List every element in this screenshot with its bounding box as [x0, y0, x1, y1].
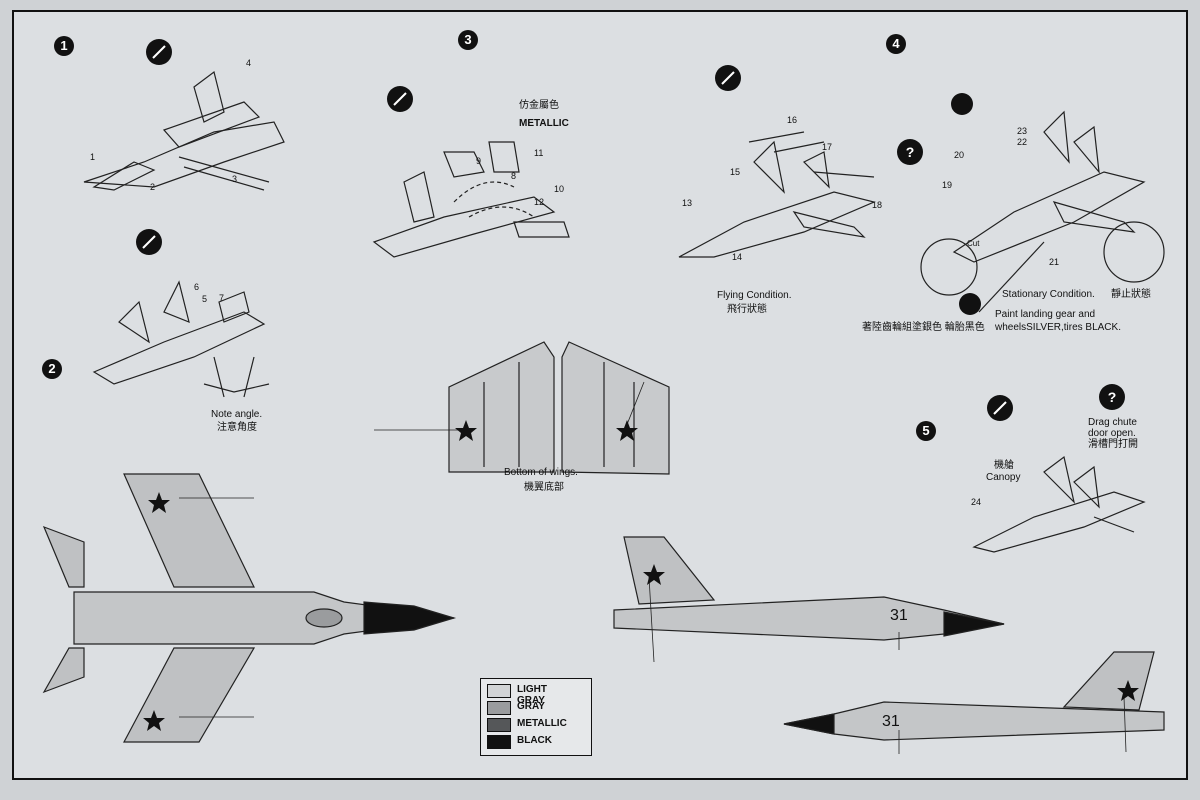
star-right-wing-under [616, 420, 638, 441]
aircraft-number-side-1: 31 [890, 607, 908, 624]
legend-label: BLACK [517, 735, 552, 746]
part-number-6: 6 [194, 282, 200, 292]
part-number-23: 23 [1017, 126, 1028, 136]
question-icon [897, 139, 923, 165]
icons-layer: ? ? [136, 39, 1125, 421]
star-top-wing-lower [143, 710, 165, 731]
bottom-of-wings-cn: 機翼底部 [524, 482, 564, 493]
legend-label: METALLIC [517, 718, 567, 729]
part-number-12: 12 [534, 197, 545, 207]
legend-label: GRAY [517, 701, 545, 712]
step-4-badge: 4 [886, 34, 906, 54]
flying-fuselage-sketch [678, 191, 876, 258]
legend-swatch [487, 701, 511, 715]
part-number-7: 7 [219, 293, 225, 303]
step-1-badge: 1 [54, 36, 74, 56]
legend-label: LIGHT GRAY [517, 684, 547, 706]
flying-condition-en: Flying Condition. [717, 290, 792, 301]
star-top-wing-upper [148, 492, 170, 513]
stationary-fuselage-sketch [952, 171, 1146, 263]
paint-icon [959, 293, 981, 315]
note-angle-cn: 注意角度 [217, 422, 257, 433]
aircraft-number-side-2: 31 [882, 713, 900, 730]
canopy-en: Canopy [986, 472, 1021, 483]
star-markings [143, 420, 1139, 731]
detail-circle-front-gear [920, 238, 978, 296]
part-number-4: 4 [246, 58, 252, 68]
line-art: ? ? [42, 39, 1165, 754]
part-number-24: 24 [971, 497, 982, 507]
part-number-15: 15 [730, 167, 741, 177]
part-number-5: 5 [202, 294, 208, 304]
drag-chute-1: Drag chute [1088, 417, 1137, 428]
metallic-label-en: METALLIC [519, 118, 569, 129]
paint-gear-en-1: Paint landing gear and [995, 309, 1096, 320]
step1-fuselage-sketch [83, 121, 285, 188]
color-legend: LIGHT GRAY GRAY METALLIC BLACK [480, 678, 592, 756]
legend-swatch [487, 684, 511, 698]
step3-fuselage-sketch [372, 196, 556, 258]
svg-text:?: ? [906, 144, 915, 160]
step1b-fuselage-sketch [92, 311, 266, 385]
part-number-16: 16 [787, 115, 798, 125]
star-side-view-1 [643, 564, 665, 585]
step-5-badge: 5 [916, 421, 936, 441]
part-number-8: 8 [511, 171, 517, 181]
part-number-10: 10 [554, 184, 565, 194]
detail-circle-main-gear [1103, 221, 1165, 283]
paint-gear-en-2: wheelsSILVER,tires BLACK. [995, 322, 1121, 333]
part-number-1: 1 [90, 152, 96, 162]
part-number-11: 11 [534, 148, 544, 158]
question-icon [1099, 384, 1125, 410]
part-number-18: 18 [872, 200, 883, 210]
bottom-of-wings-en: Bottom of wings. [504, 467, 578, 478]
legend-swatch [487, 718, 511, 732]
step-3-badge: 3 [458, 30, 478, 50]
right-wing-underside [561, 341, 670, 475]
cut-label: Cut [967, 239, 980, 248]
metallic-label-cn: 仿金屬色 [519, 100, 559, 111]
part-number-20: 20 [954, 150, 965, 160]
star-left-wing-under [455, 420, 477, 441]
svg-text:?: ? [1108, 389, 1117, 405]
note-angle-en: Note angle. [211, 409, 263, 420]
stationary-condition-en: Stationary Condition. [1002, 289, 1095, 300]
legend-swatch [487, 735, 511, 749]
drag-chute-2: door open. [1088, 428, 1136, 439]
part-number-22: 22 [1017, 137, 1028, 147]
drag-chute-cn: 滑槽門打開 [1088, 439, 1138, 450]
part-number-3: 3 [232, 174, 238, 184]
stationary-condition-cn: 靜止狀態 [1111, 289, 1151, 300]
part-number-9: 9 [476, 156, 482, 166]
star-side-view-2 [1117, 680, 1139, 701]
part-number-21: 21 [1049, 257, 1060, 267]
step5-fuselage-sketch [972, 491, 1146, 553]
part-number-2: 2 [150, 182, 156, 192]
paint-gear-cn: 著陸齒輪組塗銀色 輪胎黑色 [862, 322, 985, 333]
canopy-cn: 機艙 [994, 460, 1014, 471]
instruction-sheet: ? ? 1 2 3 4 5 仿金屬色 METALLIC Note angle. … [12, 10, 1188, 780]
paint-icon [951, 93, 973, 115]
part-number-19: 19 [942, 180, 953, 190]
left-wing-underside [448, 341, 555, 473]
part-number-14: 14 [732, 252, 743, 262]
flying-condition-cn: 飛行狀態 [727, 304, 767, 315]
part-number-13: 13 [682, 198, 693, 208]
part-number-17: 17 [822, 142, 833, 152]
step-2-badge: 2 [42, 359, 62, 379]
